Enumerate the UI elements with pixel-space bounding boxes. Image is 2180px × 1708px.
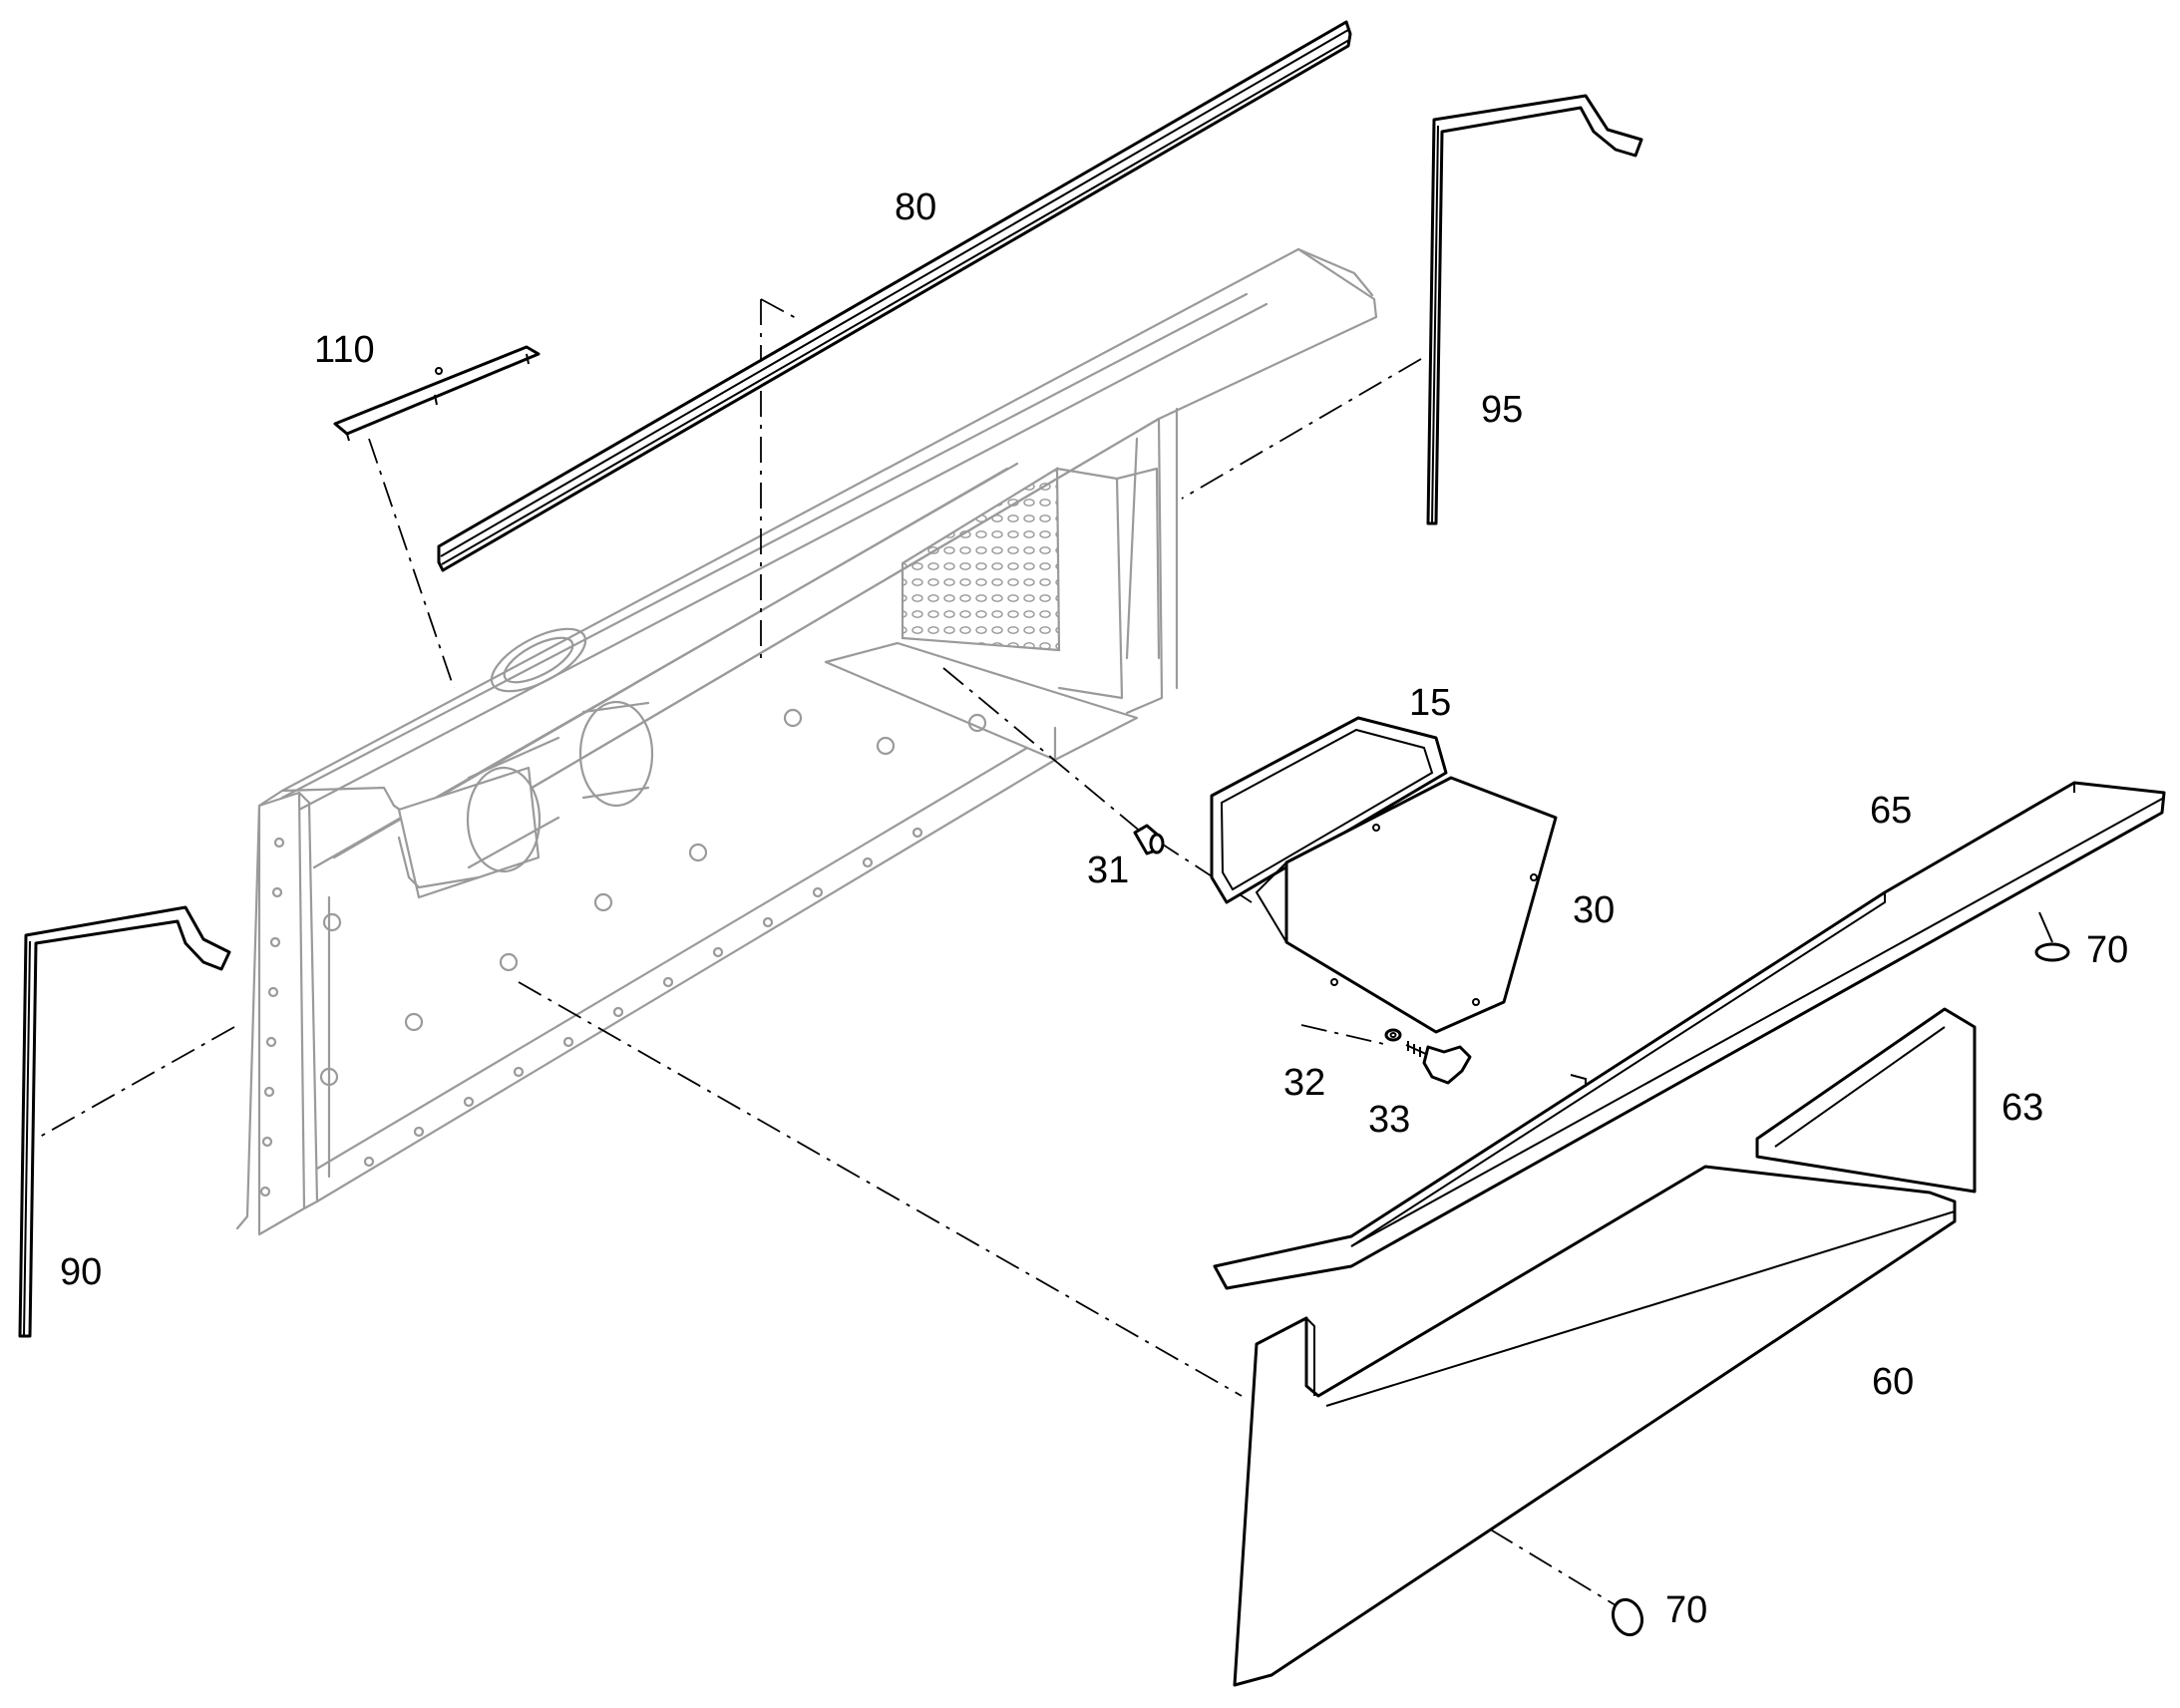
part-110-cover-plate[interactable] bbox=[333, 345, 541, 442]
part-70-plug-lower[interactable] bbox=[1609, 1595, 1647, 1638]
callout-70-upper: 70 bbox=[2086, 929, 2128, 971]
main-housing bbox=[235, 247, 1378, 1236]
part-60-l-panel[interactable] bbox=[1233, 1165, 1957, 1687]
callout-labels: 80 110 95 15 65 31 30 70 63 32 33 90 60 … bbox=[60, 186, 2128, 1631]
callout-110: 110 bbox=[314, 329, 375, 371]
callout-95: 95 bbox=[1481, 389, 1523, 431]
part-80-seal-strip[interactable] bbox=[437, 20, 1352, 572]
rail-holes bbox=[363, 827, 923, 1168]
callout-15: 15 bbox=[1409, 682, 1451, 724]
studs bbox=[319, 708, 987, 1087]
callout-60: 60 bbox=[1872, 1361, 1914, 1403]
callout-70-lower: 70 bbox=[1665, 1589, 1707, 1631]
part-31-grommet[interactable] bbox=[1133, 824, 1165, 855]
callout-63: 63 bbox=[2001, 1087, 2043, 1129]
callout-65: 65 bbox=[1870, 790, 1912, 832]
callout-30: 30 bbox=[1573, 889, 1615, 931]
part-70-plug-upper[interactable] bbox=[2034, 911, 2070, 962]
callout-80: 80 bbox=[895, 186, 936, 228]
callout-33: 33 bbox=[1368, 1099, 1410, 1141]
part-95-bracket[interactable] bbox=[1426, 94, 1643, 525]
part-65-long-trim[interactable] bbox=[1213, 781, 2166, 1290]
part-63-panel[interactable] bbox=[1755, 1007, 1977, 1194]
flange-holes bbox=[259, 837, 285, 1197]
callout-32: 32 bbox=[1283, 1062, 1325, 1104]
part-30-housing-cover[interactable] bbox=[1255, 776, 1558, 1034]
callout-31: 31 bbox=[1087, 850, 1129, 891]
part-90-bracket[interactable] bbox=[18, 905, 231, 1338]
part-15-gasket[interactable] bbox=[1210, 716, 1448, 904]
part-33-thumb-screw[interactable] bbox=[1405, 1041, 1472, 1085]
part-32-washer[interactable] bbox=[1384, 1028, 1402, 1042]
callout-90: 90 bbox=[60, 1251, 102, 1293]
